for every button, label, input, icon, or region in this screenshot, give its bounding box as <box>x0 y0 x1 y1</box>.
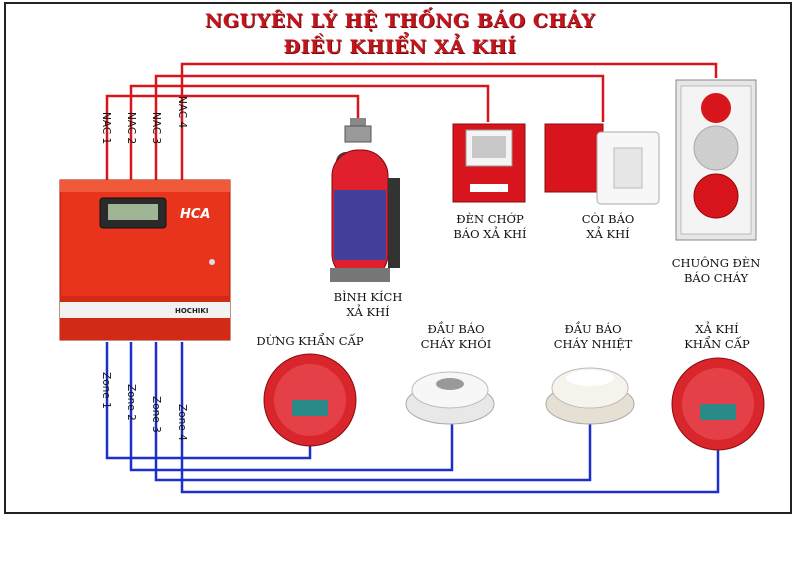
zone3-label: Zone 3 <box>150 396 162 433</box>
gas-cylinder-icon <box>330 118 400 282</box>
smoke-detector-icon <box>405 371 495 425</box>
diagram-frame <box>4 2 792 514</box>
heat-detector-icon <box>545 367 635 425</box>
nac3-label: NAC 3 <box>150 112 162 145</box>
nac4-wire <box>180 62 718 180</box>
zone3-wire <box>154 342 592 482</box>
bell-label: CHUÔNG ĐÈN BÁO CHÁY <box>671 256 761 285</box>
release-station-icon <box>671 357 765 451</box>
horn-label: CÒI BÁO XẢ KHÍ <box>581 212 635 241</box>
panel-brand: HCA <box>180 207 211 222</box>
nac1-label: NAC 1 <box>100 112 112 145</box>
nac3-wire <box>154 74 605 180</box>
horn-icon <box>544 123 660 205</box>
zone2-label: Zone 2 <box>125 384 137 421</box>
nac2-label: NAC 2 <box>125 112 137 145</box>
title-line-1: NGUYÊN LÝ HỆ THỐNG BÁO CHÁY <box>204 10 596 32</box>
bell-cabinet-icon <box>675 79 757 241</box>
zone1-wire <box>105 342 312 460</box>
control-panel <box>59 179 231 341</box>
zone1-label: Zone 1 <box>100 372 112 409</box>
cylinder-label: BÌNH KÍCH XẢ KHÍ <box>333 290 403 319</box>
release-label: XẢ KHÍ KHẨN CẤP <box>684 322 750 351</box>
abort-label: DỪNG KHẨN CẤP <box>256 334 364 348</box>
zone-wiring <box>105 342 720 494</box>
zone2-wire <box>129 342 454 472</box>
zone4-wire <box>180 342 720 494</box>
strobe-light-icon <box>452 123 526 203</box>
nac1-wire <box>105 94 360 180</box>
nac4-label: NAC 4 <box>176 96 188 129</box>
zone4-label: Zone 4 <box>176 404 188 441</box>
smoke-label: ĐẦU BÁO CHÁY KHÓI <box>420 322 492 351</box>
heat-label: ĐẦU BÁO CHÁY NHIỆT <box>553 322 633 351</box>
nac-wiring <box>105 62 718 180</box>
title-line-2: ĐIỀU KHIỂN XẢ KHÍ <box>283 36 517 58</box>
nac2-wire <box>129 84 490 180</box>
abort-station-icon <box>263 353 357 447</box>
panel-logo: HOCHIKI <box>175 307 209 315</box>
strobe-label: ĐÈN CHỚP BÁO XẢ KHÍ <box>453 212 527 241</box>
